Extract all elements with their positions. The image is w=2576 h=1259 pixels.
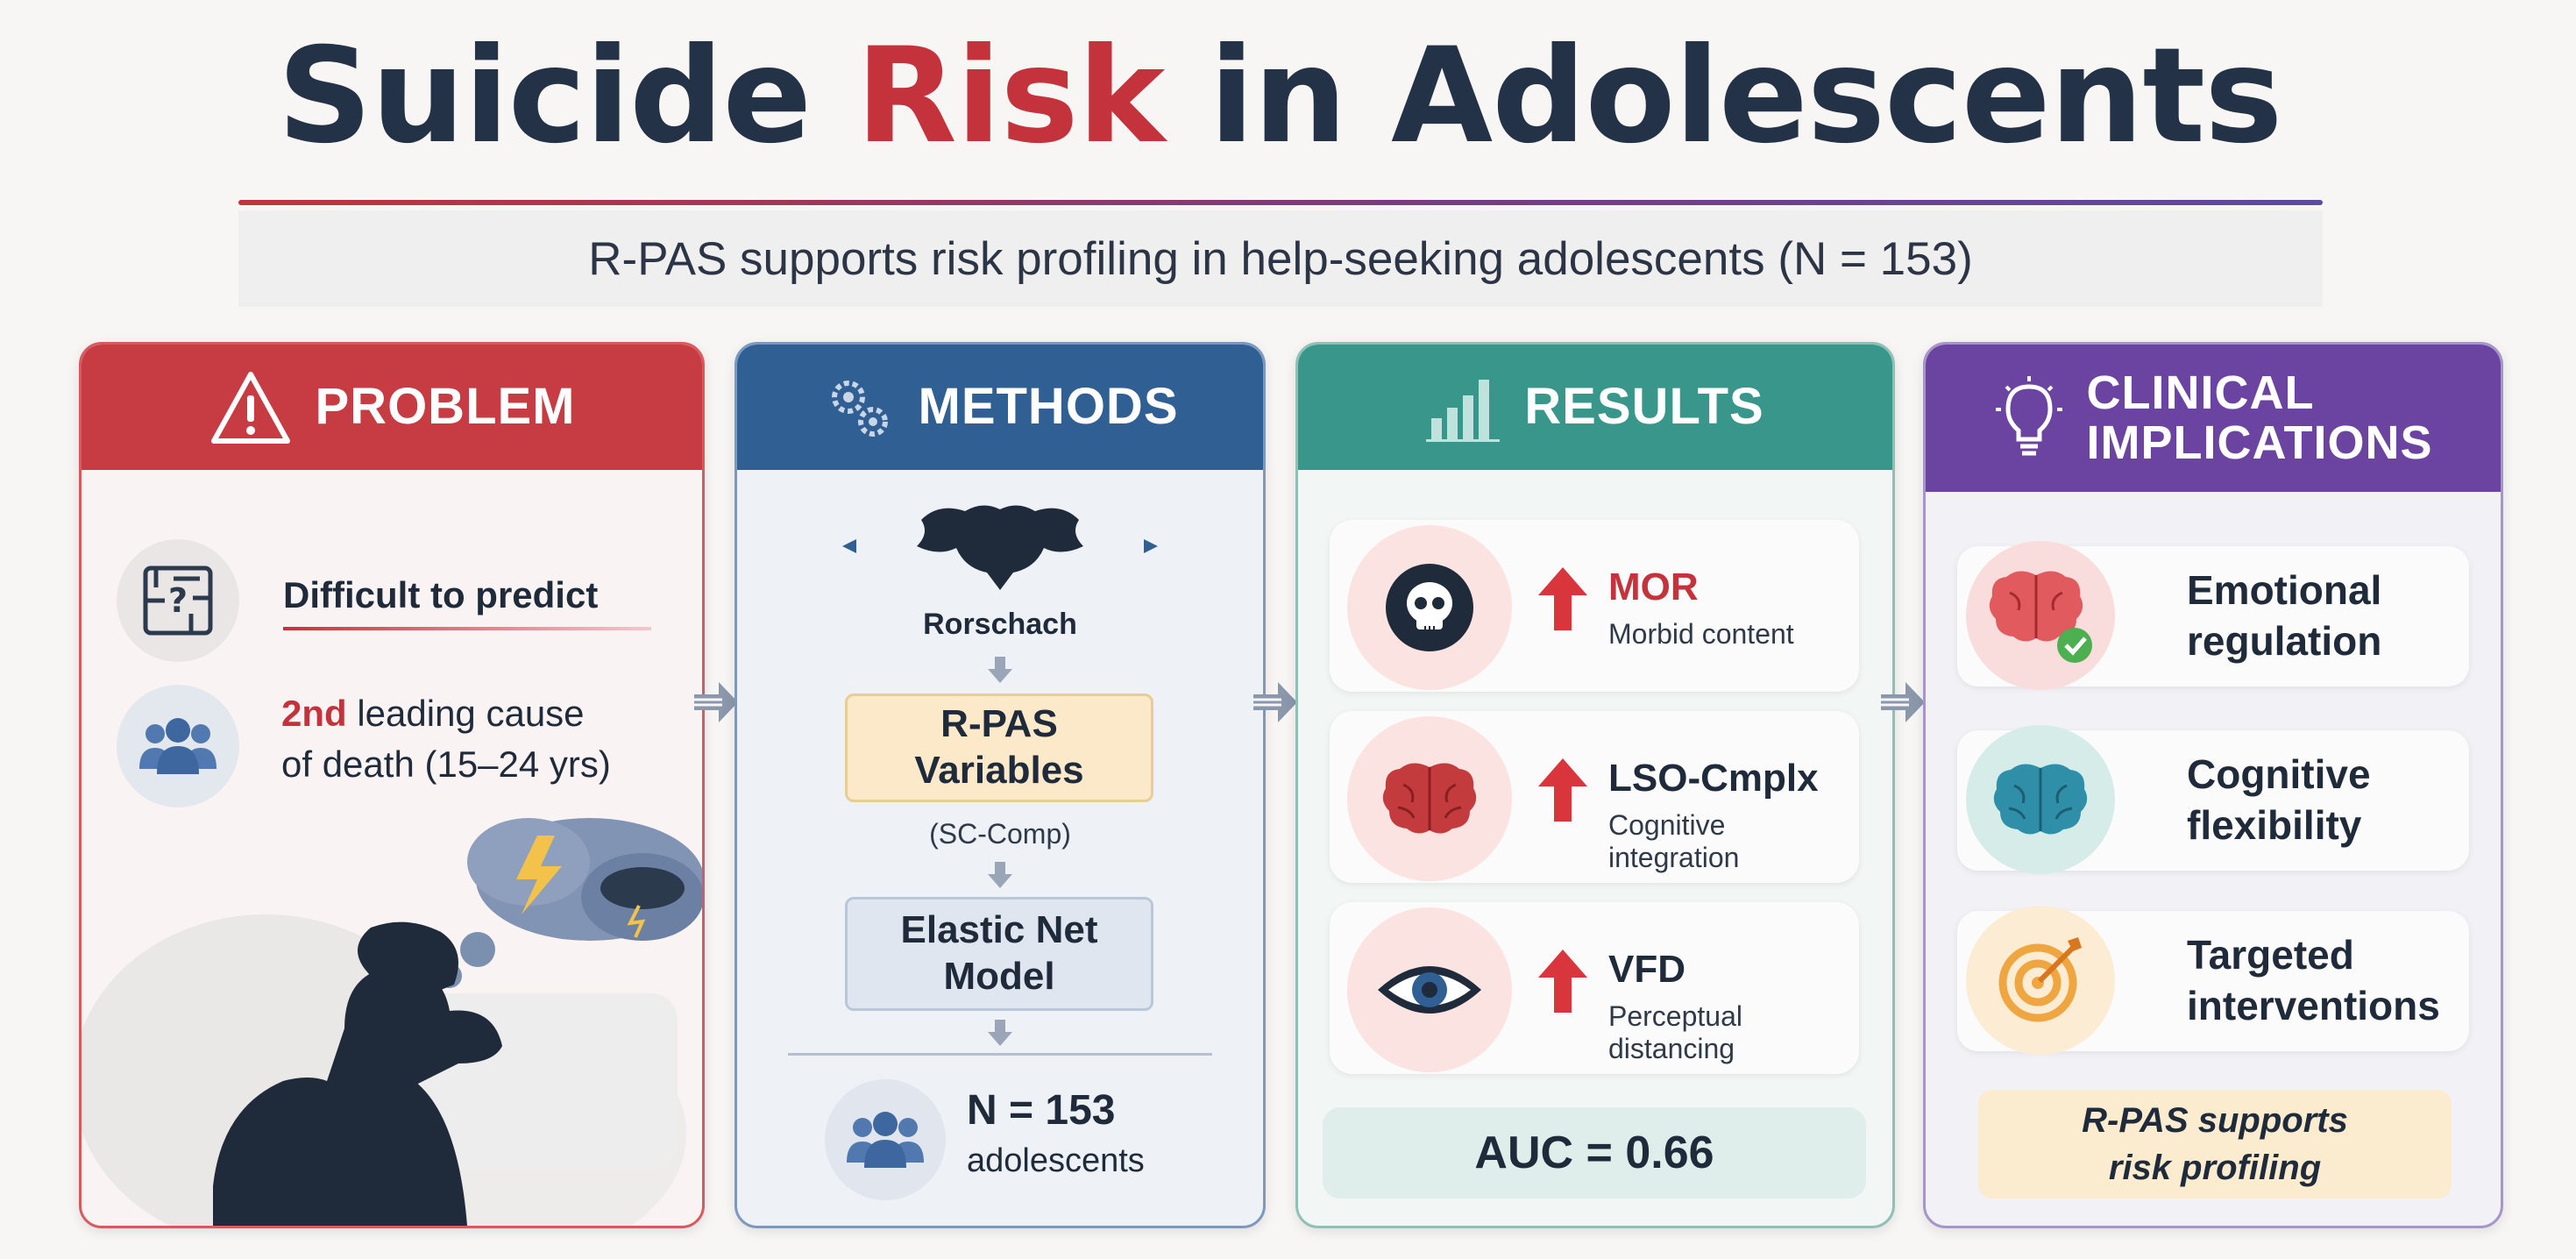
clinical-panel: CLINICAL IMPLICATIONS Emotional regulati… xyxy=(1923,342,2503,1228)
clinical-header-line2: IMPLICATIONS xyxy=(2086,416,2433,469)
distressed-person-illustration xyxy=(82,818,702,1226)
title-part2: in Adolescents xyxy=(1164,20,2283,173)
result-name-lso-cmplx: LSO-Cmplx xyxy=(1608,757,1819,800)
up-arrow-icon xyxy=(1538,950,1587,1013)
rpas-variables-box: R-PAS Variables xyxy=(845,694,1153,802)
skull-icon xyxy=(1347,525,1512,690)
clinical-callout-line1: R-PAS supports xyxy=(2082,1101,2348,1140)
group-icon xyxy=(117,685,239,807)
title-rule xyxy=(238,200,2323,205)
auc-value: AUC = 0.66 xyxy=(1474,1127,1714,1178)
problem-item-2-accent: 2nd xyxy=(281,693,347,734)
elastic-net-model-box: Elastic Net Model xyxy=(845,897,1153,1011)
sample-size: N = 153 xyxy=(967,1087,1116,1134)
flow-arrow-1 xyxy=(694,682,738,722)
title-area: Suicide Risk in Adolescents xyxy=(237,9,2323,184)
clinical-card-targeted: Targeted interventions xyxy=(1957,906,2469,1055)
clinical-label-targeted-2: interventions xyxy=(2187,982,2440,1028)
result-card-mor: MOR Morbid content xyxy=(1330,520,1859,692)
subtitle: R-PAS supports risk profiling in help-se… xyxy=(588,232,1973,285)
problem-item-2: 2nd leading cause of death (15–24 yrs) xyxy=(281,688,611,790)
maze-icon: ? xyxy=(117,539,239,662)
clinical-callout-line2: risk profiling xyxy=(2108,1149,2322,1187)
storm-cloud-icon xyxy=(437,818,702,988)
problem-item-1: Difficult to predict xyxy=(283,574,599,615)
up-arrow-icon xyxy=(1538,567,1587,630)
svg-text:?: ? xyxy=(168,581,188,620)
group-icon xyxy=(825,1079,946,1200)
clinical-label-emotional: Emotional regulation xyxy=(2187,565,2381,666)
rorschach-inkblot-icon xyxy=(842,505,1158,590)
results-header-label: RESULTS xyxy=(1524,378,1764,436)
clinical-header-line1: CLINICAL xyxy=(2086,366,2315,420)
clinical-label-cognitive: Cognitive flexibility xyxy=(2187,750,2371,850)
result-desc-vfd: Perceptual distancing xyxy=(1608,1000,1742,1064)
results-panel: RESULTS MOR Morbid content LSO-Cmplx xyxy=(1295,342,1895,1228)
brain-icon xyxy=(1347,716,1512,881)
down-arrow-3 xyxy=(988,1020,1012,1046)
up-arrow-icon xyxy=(1538,758,1587,822)
title-accent: Risk xyxy=(855,20,1165,173)
result-name-vfd: VFD xyxy=(1608,948,1685,991)
clinical-card-emotional: Emotional regulation xyxy=(1957,541,2469,690)
clinical-callout: R-PAS supports risk profiling xyxy=(1978,1090,2452,1199)
methods-panel: METHODS Rorschach R-PAS Variables (SC-Co… xyxy=(734,342,1266,1228)
lightbulb-icon xyxy=(1995,376,2062,456)
clinical-label-emotional-1: Emotional xyxy=(2187,567,2382,613)
down-arrow-2 xyxy=(988,862,1012,888)
result-card-vfd: VFD Perceptual distancing xyxy=(1330,902,1859,1074)
results-header: RESULTS xyxy=(1298,345,1892,470)
auc-box: AUC = 0.66 xyxy=(1323,1107,1866,1199)
brain-icon xyxy=(1966,725,2115,874)
methods-divider xyxy=(788,1053,1212,1056)
result-name-mor: MOR xyxy=(1608,565,1699,608)
gears-icon xyxy=(831,380,888,437)
clinical-label-cognitive-1: Cognitive xyxy=(2187,751,2371,797)
subtitle-box: R-PAS supports risk profiling in help-se… xyxy=(238,210,2323,307)
problem-item-2-line2: of death (15–24 yrs) xyxy=(281,743,611,785)
sample-label: adolescents xyxy=(967,1142,1145,1179)
clinical-label-targeted: Targeted interventions xyxy=(2187,930,2440,1031)
clinical-card-cognitive: Cognitive flexibility xyxy=(1957,725,2469,874)
methods-header: METHODS xyxy=(737,345,1263,470)
warning-icon xyxy=(210,371,290,444)
problem-header: PROBLEM xyxy=(82,345,702,470)
flow-arrow-3 xyxy=(1881,682,1925,722)
flow-arrow-2 xyxy=(1253,682,1297,722)
clinical-label-targeted-1: Targeted xyxy=(2187,932,2354,978)
result-desc-lso-cmplx: Cognitive integration xyxy=(1608,809,1740,873)
clinical-header: CLINICAL IMPLICATIONS xyxy=(1926,345,2501,492)
eye-icon xyxy=(1347,907,1512,1072)
result-desc-mor: Morbid content xyxy=(1608,618,1794,650)
rpas-variables-note: (SC-Comp) xyxy=(929,818,1071,850)
bar-chart-icon xyxy=(1426,379,1501,442)
clinical-label-emotional-2: regulation xyxy=(2187,617,2382,664)
methods-header-label: METHODS xyxy=(918,378,1179,436)
brain-check-icon xyxy=(1966,541,2115,690)
clinical-header-label: CLINICAL IMPLICATIONS xyxy=(2087,368,2433,467)
problem-item-2-rest: leading cause xyxy=(346,693,585,734)
result-card-lso-cmplx: LSO-Cmplx Cognitive integration xyxy=(1330,711,1859,883)
clinical-label-cognitive-2: flexibility xyxy=(2187,801,2362,848)
title-part1: Suicide xyxy=(277,20,856,173)
problem-header-label: PROBLEM xyxy=(315,378,576,436)
problem-panel: PROBLEM ? Difficult to predict 2nd leadi… xyxy=(79,342,705,1228)
page-title: Suicide Risk in Adolescents xyxy=(277,20,2283,173)
down-arrow-1 xyxy=(988,657,1012,683)
rorschach-label: Rorschach xyxy=(923,608,1077,641)
problem-divider xyxy=(283,627,651,630)
target-icon xyxy=(1966,906,2115,1055)
